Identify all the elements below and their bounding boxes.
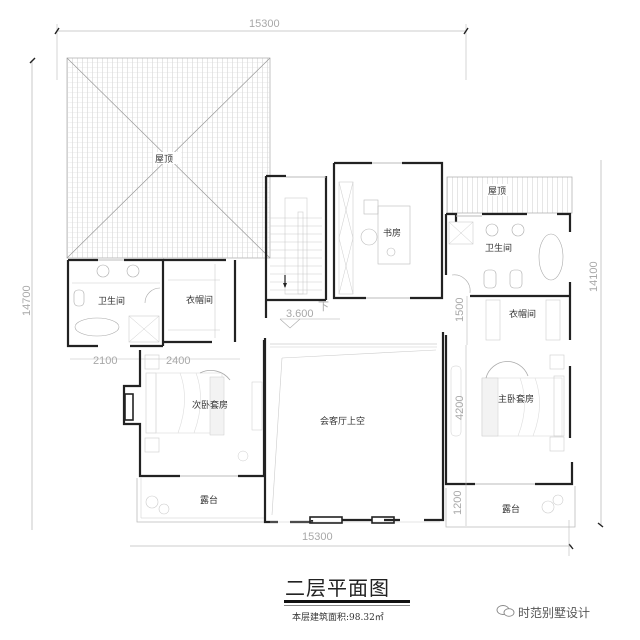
dim-bottom-total: 15300	[302, 531, 333, 543]
label-study: 书房	[383, 227, 401, 239]
title-underline-thin	[284, 605, 410, 606]
second-bedroom: 次卧套房	[122, 340, 266, 478]
terrace-left: 露台	[136, 478, 264, 523]
dimension-left-rooms: 2100 2400	[70, 355, 240, 367]
terrace-right: 露台	[445, 486, 576, 528]
dim-right-bedroom: 4200	[454, 396, 466, 420]
title-underline	[284, 600, 410, 603]
label-terrace-left: 露台	[200, 494, 218, 506]
roof-left: 屋顶	[66, 57, 271, 259]
label-bath-right: 卫生间	[485, 242, 512, 254]
dim-left-closet: 2400	[166, 355, 190, 367]
elevation-marker: 3.600 下	[279, 301, 340, 329]
wechat-icon	[496, 605, 515, 617]
stair-block	[264, 174, 328, 318]
label-terrace-right: 露台	[502, 503, 520, 515]
dimension-top: 15300	[54, 18, 469, 80]
dimension-right-rooms: 4200 1200	[452, 345, 467, 526]
label-master-bedroom: 主卧套房	[498, 393, 534, 405]
label-roof-right: 屋顶	[488, 186, 506, 197]
dim-left-total: 14700	[21, 285, 33, 316]
dim-top-total: 15300	[249, 18, 280, 30]
roof-right: 屋顶	[446, 176, 573, 214]
label-roof-left: 屋顶	[155, 154, 173, 165]
dim-right-terrace: 1200	[452, 491, 464, 515]
master-bedroom: 主卧套房	[444, 335, 574, 486]
label-second-bedroom: 次卧套房	[192, 399, 228, 411]
elevation-value: 3.600	[286, 308, 314, 320]
watermark-text: 时范别墅设计	[518, 606, 591, 620]
dimension-left: 14700	[21, 57, 36, 530]
floor-area-label: 本层建筑面积:98.32㎡	[292, 613, 384, 623]
elevation-suffix: 下	[318, 301, 329, 313]
drawing-title: 二层平面图	[285, 576, 390, 600]
left-bath-closet: 卫生间 衣帽间	[66, 258, 237, 348]
dimension-right-corridor: 1500	[454, 296, 468, 345]
dimension-bottom: 15300	[130, 520, 574, 556]
label-bath-left: 卫生间	[98, 295, 125, 307]
dim-right-total: 14100	[588, 261, 600, 292]
label-living-void: 会客厅上空	[320, 415, 365, 427]
label-closet-right: 衣帽间	[509, 308, 536, 320]
dim-right-corridor: 1500	[454, 298, 466, 322]
living-void: 会客厅上空	[263, 332, 445, 524]
dim-left-bath: 2100	[93, 355, 117, 367]
study-room: 书房	[332, 161, 444, 300]
label-closet-left: 衣帽间	[186, 294, 213, 306]
dimension-right: 14100	[588, 160, 604, 528]
right-bath-closet: 卫生间 衣帽间	[444, 212, 572, 341]
